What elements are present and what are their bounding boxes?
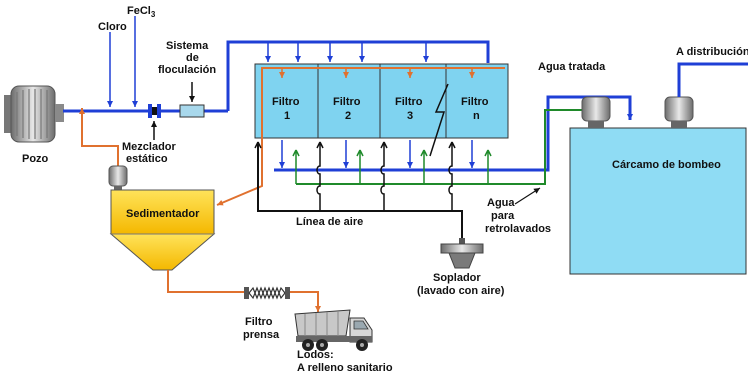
label-a-distribucion: A distribución: [676, 46, 748, 58]
label-linea-aire: Línea de aire: [296, 216, 363, 228]
label-sistema-2: de: [186, 52, 199, 64]
label-filtro-prensa-2: prensa: [243, 329, 280, 341]
filter-2-number: 2: [345, 110, 351, 122]
filter-n-number: n: [473, 110, 480, 122]
filter-1-label: Filtro: [272, 96, 300, 108]
label-lodos-1: Lodos:: [297, 349, 334, 361]
filter-n-label: Filtro: [461, 96, 489, 108]
label-pozo: Pozo: [22, 153, 49, 165]
feed-header-pipe: [226, 40, 490, 111]
flocculation-unit-icon: [179, 104, 205, 118]
sludge-line: [167, 270, 244, 293]
label-cloro: Cloro: [98, 21, 127, 33]
label-lodos-2: A relleno sanitario: [297, 362, 393, 374]
label-soplador-1: Soplador: [433, 272, 481, 284]
label-agua-3: retrolavados: [485, 223, 551, 235]
label-mezclador-2: estático: [126, 153, 168, 165]
label-filtro-prensa-1: Filtro: [245, 316, 273, 328]
distribution-pipe: [677, 62, 748, 97]
filter-3-label: Filtro: [395, 96, 423, 108]
carcamo-pump-left-icon: [581, 96, 611, 128]
label-carcamo: Cárcamo de bombeo: [612, 159, 721, 171]
label-soplador-2: (lavado con aire): [417, 285, 505, 297]
dump-truck-icon: [294, 309, 373, 351]
label-mezclador-1: Mezclador: [122, 141, 177, 153]
filter-1-number: 1: [284, 110, 290, 122]
filter-2-label: Filtro: [333, 96, 361, 108]
carcamo-tank: [569, 127, 747, 275]
label-sistema-3: floculación: [158, 64, 216, 76]
well-pump-icon: [4, 85, 64, 143]
treated-water-pipe: [274, 95, 633, 172]
sedimentador-tank: [109, 189, 216, 271]
backwash-waste-line: [216, 67, 505, 206]
sedimentador-pump-icon: [108, 165, 128, 190]
backwash-water-pipe: [296, 109, 585, 185]
blower-icon: [440, 238, 484, 269]
static-mixer-icon: [148, 104, 161, 118]
label-sistema-1: Sistema: [166, 40, 209, 52]
break-symbol: [429, 83, 449, 157]
recycle-line: [79, 108, 119, 168]
air-line: [257, 142, 463, 240]
label-fecl3: FeCl3: [127, 5, 156, 19]
filter-3-number: 3: [407, 110, 413, 122]
label-sedimentador: Sedimentador: [126, 208, 200, 220]
carcamo-pump-right-icon: [664, 96, 694, 128]
filters-block: [254, 63, 509, 139]
label-agua-tratada: Agua tratada: [538, 61, 606, 73]
filter-press-icon: [244, 286, 290, 300]
label-agua-1: Agua: [487, 197, 515, 209]
label-agua-2: para: [491, 210, 515, 222]
air-branches: [316, 141, 456, 211]
